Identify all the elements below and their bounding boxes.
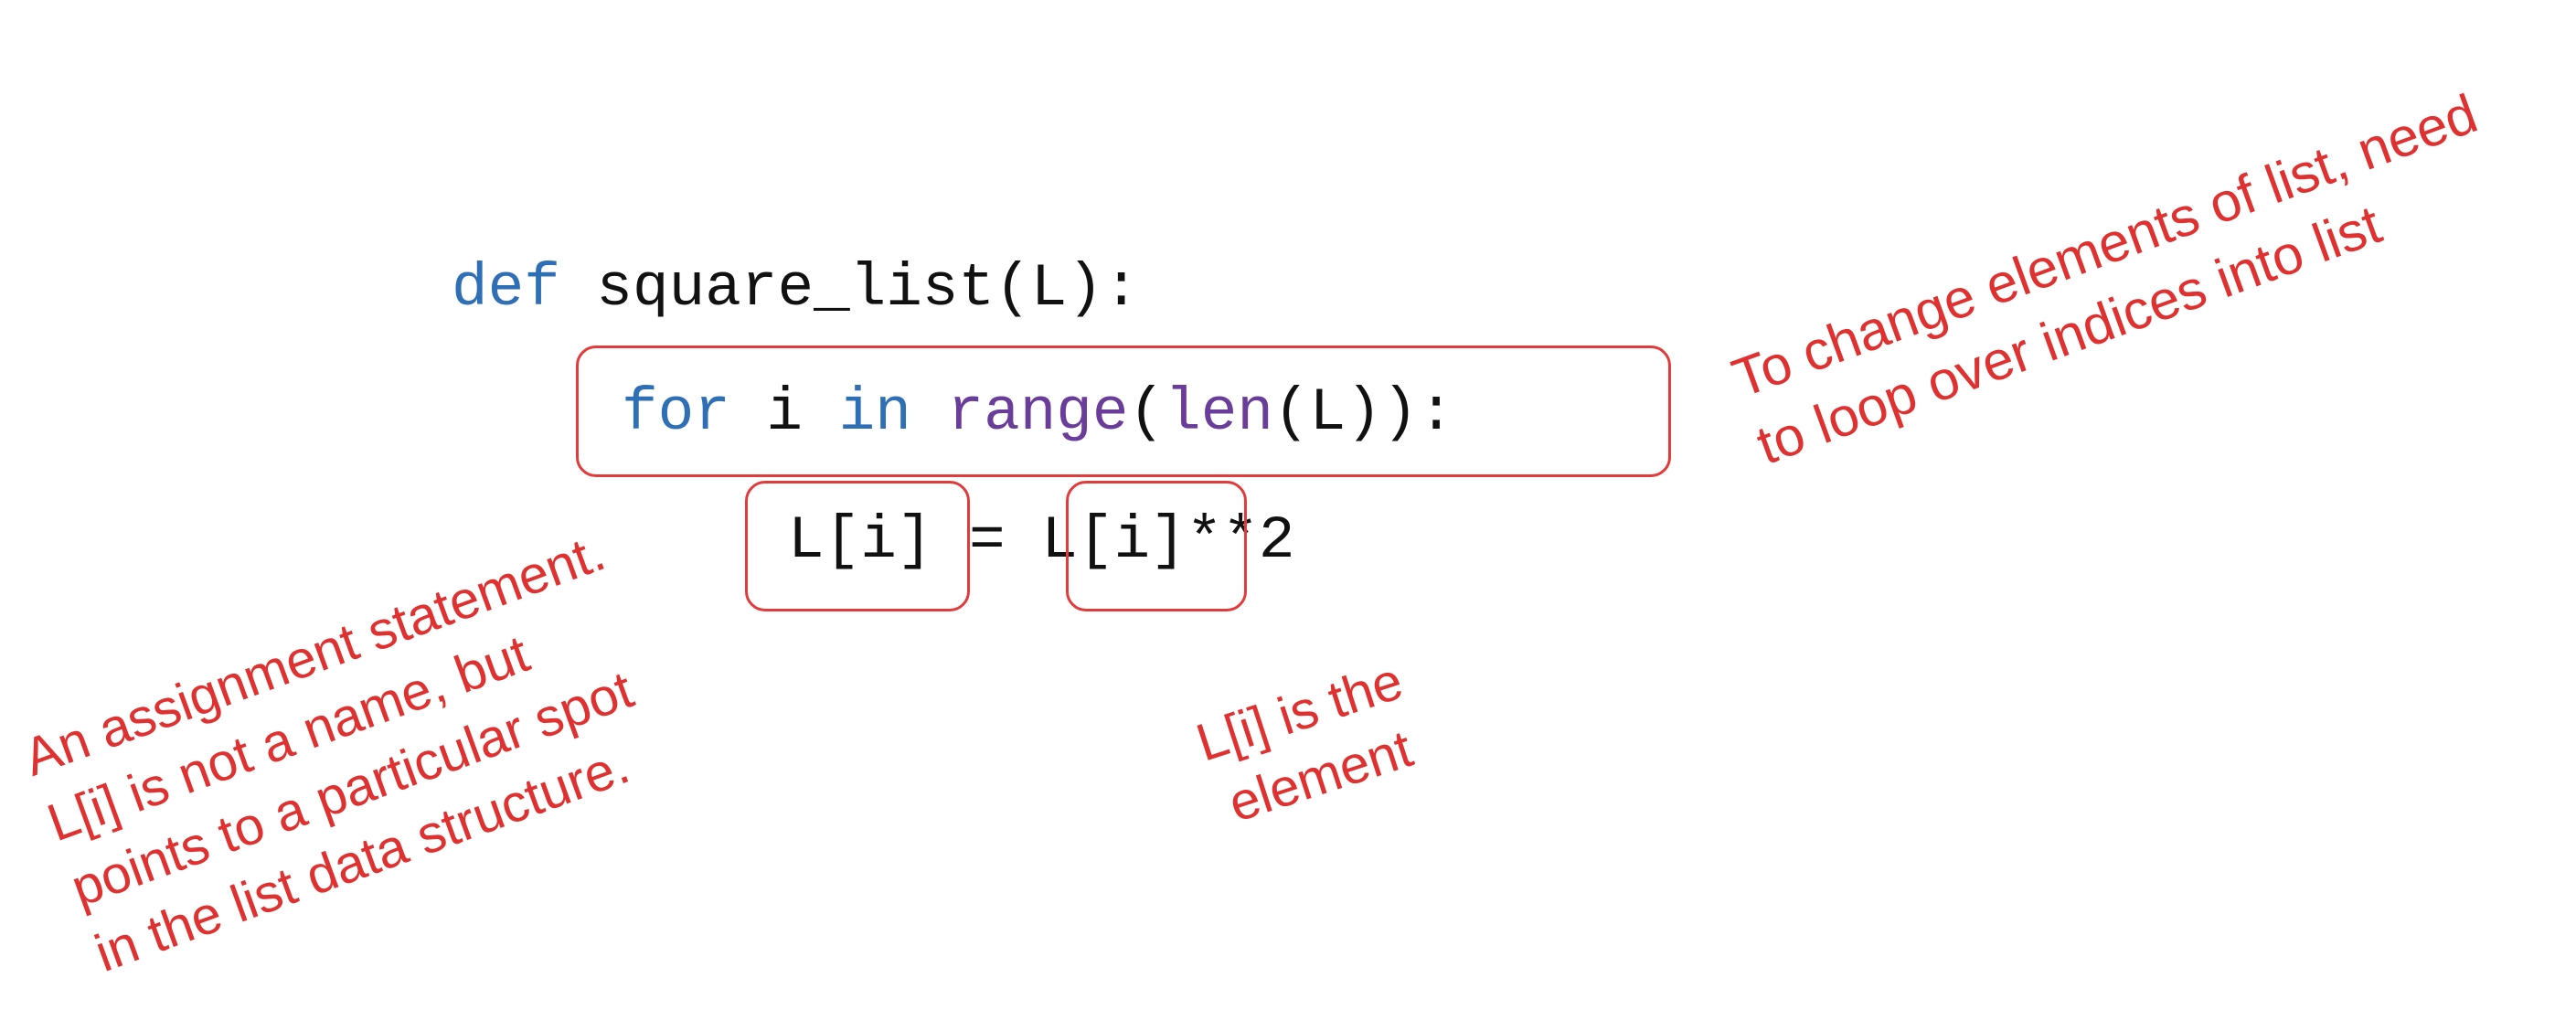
assignment-lhs: L[i] xyxy=(788,506,933,575)
assignment-rhs: L[i] xyxy=(1041,506,1187,575)
keyword-for: for xyxy=(622,378,730,447)
keyword-in: in xyxy=(838,378,911,447)
builtin-range: range xyxy=(947,378,1129,447)
loop-tail: (L)): xyxy=(1272,378,1455,447)
assignment-operator: = xyxy=(932,506,1042,575)
highlight-box-rhs xyxy=(1066,481,1247,611)
code-line-for: for i in range(len(L)): xyxy=(622,377,1454,450)
annotation-loop-indices: To change elements of list, need to loop… xyxy=(1724,82,2486,476)
code-line-def: def square_list(L): xyxy=(452,252,1140,325)
highlight-box-lhs xyxy=(745,481,970,611)
paren-open: ( xyxy=(1128,378,1166,447)
loop-variable: i xyxy=(729,378,839,447)
highlight-box-for-loop xyxy=(576,345,1671,477)
function-signature: square_list(L): xyxy=(559,254,1140,323)
annotation-element: L[i] is the element xyxy=(1189,651,1420,834)
annotation-assignment: An assignment statement. L[i] is not a n… xyxy=(16,522,641,984)
assignment-tail: **2 xyxy=(1186,506,1295,575)
code-line-assignment: L[i] = L[i]**2 xyxy=(788,505,1295,578)
builtin-len: len xyxy=(1165,378,1273,447)
keyword-def: def xyxy=(452,254,560,323)
